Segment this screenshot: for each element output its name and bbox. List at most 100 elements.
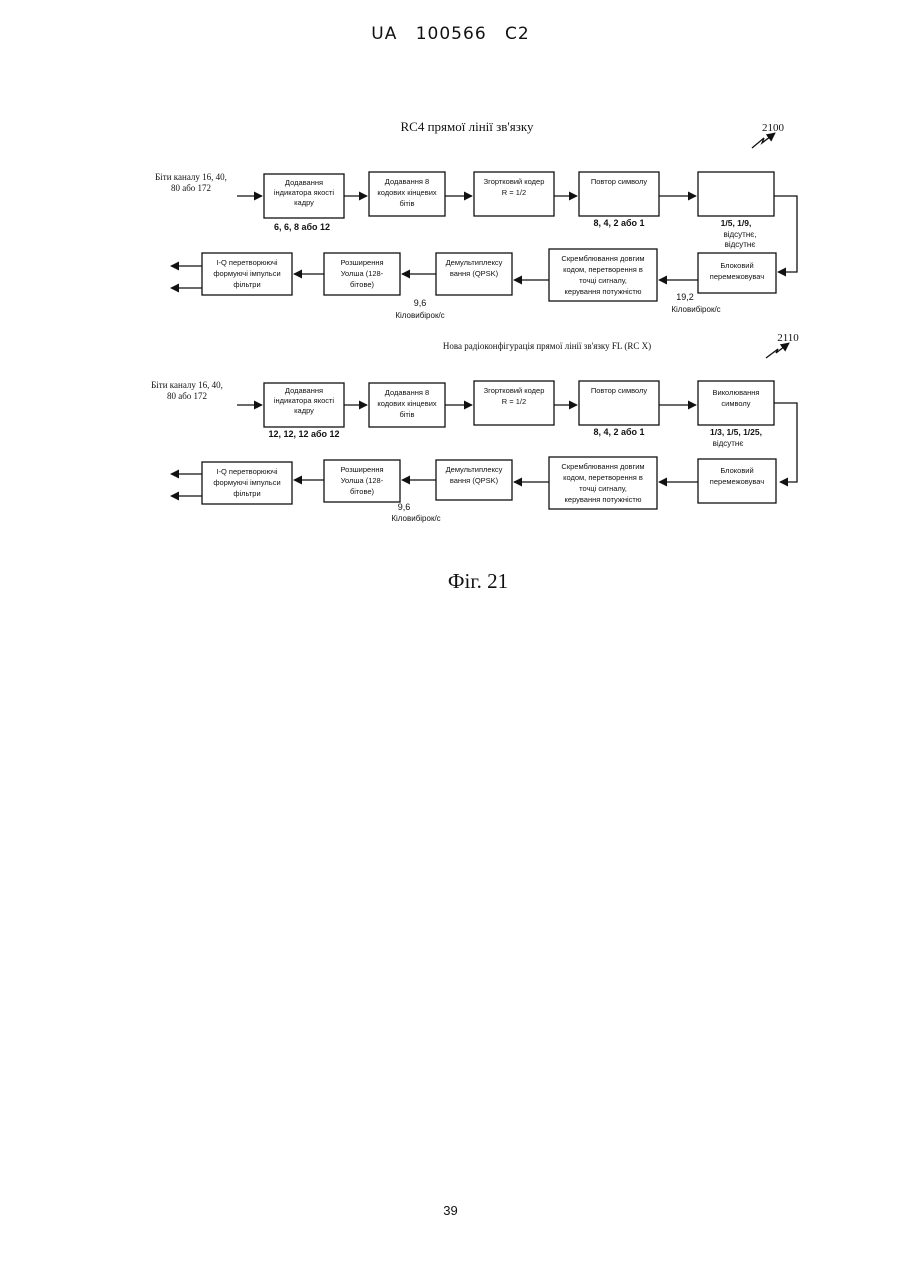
diagram-rc4: RC4 прямої лінії зв'язку 2100 Біти канал… (155, 119, 797, 320)
diagram1-block-symbol-repeat: Повтор символу (579, 172, 659, 216)
svg-text:I-Q перетворюючі: I-Q перетворюючі (216, 258, 277, 267)
diagram2-block-frame-quality: Додавання індикатора якості кадру (264, 383, 344, 427)
svg-text:80 або 172: 80 або 172 (171, 183, 211, 193)
diagram1-arrow-5-6 (774, 196, 797, 272)
svg-text:Повтор символу: Повтор символу (591, 386, 648, 395)
svg-text:Повтор символу: Повтор символу (591, 177, 648, 186)
svg-text:індикатора якості: індикатора якості (274, 188, 335, 197)
svg-text:індикатора якості: індикатора якості (274, 396, 335, 405)
diagram2-title: Нова радіоконфігурація прямої лінії зв'я… (443, 341, 651, 351)
svg-text:кодових кінцевих: кодових кінцевих (377, 188, 437, 197)
svg-text:бітове): бітове) (350, 487, 375, 496)
svg-text:R = 1/2: R = 1/2 (502, 397, 526, 406)
diagram2-arrow-5-6 (774, 403, 797, 482)
svg-text:кадру: кадру (294, 198, 314, 207)
diagram2-block-walsh: Розширення Уолша (128- бітове) (324, 460, 400, 502)
diagram1-input-label: Біти каналу 16, 40, 80 або 172 (155, 172, 227, 193)
svg-text:точці сигналу,: точці сигналу, (579, 484, 627, 493)
diagram2-ref: 2110 (777, 332, 799, 344)
svg-text:Кіловибірок/с: Кіловибірок/с (391, 514, 440, 523)
svg-text:бітів: бітів (399, 410, 414, 419)
diagram2-block-demux: Демультиплексу вання (QPSK) (436, 460, 512, 500)
svg-text:фільтри: фільтри (233, 489, 260, 498)
diagram1-rate-right: 19,2 Кіловибірок/с (671, 292, 720, 314)
diagram1-ref-arrow (752, 133, 775, 148)
svg-text:Уолша (128-: Уолша (128- (341, 269, 384, 278)
svg-text:I-Q перетворюючі: I-Q перетворюючі (216, 467, 277, 476)
svg-text:Уолша (128-: Уолша (128- (341, 476, 384, 485)
svg-text:Згортковий кодер: Згортковий кодер (484, 177, 545, 186)
svg-text:Скремблювання довгим: Скремблювання довгим (561, 254, 644, 263)
diagram2-block-iq-filters: I-Q перетворюючі формуючі імпульси фільт… (202, 462, 292, 504)
diagram2-label-under-b4: 8, 4, 2 або 1 (593, 427, 644, 437)
svg-text:Згортковий кодер: Згортковий кодер (484, 386, 545, 395)
svg-text:19,2: 19,2 (676, 292, 694, 302)
diagram-rc-x: Нова радіоконфігурація прямої лінії зв'я… (151, 332, 799, 523)
svg-text:керування потужністю: керування потужністю (565, 287, 642, 296)
diagram1-title: RC4 прямої лінії зв'язку (400, 119, 534, 134)
svg-text:Додавання: Додавання (285, 178, 323, 187)
diagram2-block-conv-encoder: Згортковий кодер R = 1/2 (474, 381, 554, 425)
svg-text:бітове): бітове) (350, 280, 375, 289)
diagram2-label-under-b1: 12, 12, 12 або 12 (268, 429, 339, 439)
diagram1-label-under-b1: 6, 6, 8 або 12 (274, 222, 330, 232)
svg-text:9,6: 9,6 (414, 298, 427, 308)
svg-text:Додавання: Додавання (285, 386, 323, 395)
diagram1-block-empty (698, 172, 774, 216)
diagram2-block-puncture: Виколювання символу (698, 381, 774, 425)
svg-text:Розширення: Розширення (340, 258, 383, 267)
svg-text:кодом, перетворення в: кодом, перетворення в (563, 473, 643, 482)
diagram2-input-label: Біти каналу 16, 40, 80 або 172 (151, 380, 223, 401)
diagram2-block-symbol-repeat: Повтор символу (579, 381, 659, 425)
page-number: 39 (0, 1203, 901, 1218)
svg-text:Додавання 8: Додавання 8 (385, 177, 429, 186)
diagram2-rate-left: 9,6 Кіловибірок/с (391, 502, 440, 523)
diagram1-rate-left: 9,6 Кіловибірок/с (395, 298, 444, 320)
svg-text:перемежовувач: перемежовувач (710, 272, 764, 281)
svg-text:вання (QPSK): вання (QPSK) (450, 476, 499, 485)
diagram1-block-walsh: Розширення Уолша (128- бітове) (324, 253, 400, 295)
svg-text:1/3, 1/5, 1/25,: 1/3, 1/5, 1/25, (710, 427, 762, 437)
svg-text:Скремблювання довгим: Скремблювання довгим (561, 462, 644, 471)
svg-text:R = 1/2: R = 1/2 (502, 188, 526, 197)
svg-text:кодом, перетворення в: кодом, перетворення в (563, 265, 643, 274)
svg-text:відсутнє: відсутнє (713, 439, 744, 448)
svg-text:Кіловибірок/с: Кіловибірок/с (671, 305, 720, 314)
svg-text:символу: символу (721, 399, 750, 408)
diagram1-ref: 2100 (762, 122, 785, 134)
diagram1-block-demux: Демультиплексу вання (QPSK) (436, 253, 512, 295)
svg-text:Біти каналу 16, 40,: Біти каналу 16, 40, (155, 172, 227, 182)
svg-text:відсутнє,: відсутнє, (723, 230, 756, 239)
svg-text:Розширення: Розширення (340, 465, 383, 474)
diagram2-block-scrambling: Скремблювання довгим кодом, перетворення… (549, 457, 657, 509)
diagram2-ref-arrow (766, 343, 789, 358)
svg-text:1/5, 1/9,: 1/5, 1/9, (721, 218, 752, 228)
svg-text:Додавання 8: Додавання 8 (385, 388, 429, 397)
diagram1-block-conv-encoder: Згортковий кодер R = 1/2 (474, 172, 554, 216)
diagram2-block-tail-bits: Додавання 8 кодових кінцевих бітів (369, 383, 445, 427)
svg-text:Біти каналу 16, 40,: Біти каналу 16, 40, (151, 380, 223, 390)
svg-text:Виколювання: Виколювання (713, 388, 760, 397)
diagram1-block-frame-quality: Додавання індикатора якості кадру (264, 174, 344, 218)
svg-text:Блоковий: Блоковий (720, 466, 753, 475)
figure-caption: Фіг. 21 (448, 569, 508, 593)
diagram2-block-interleaver: Блоковий перемежовувач (698, 459, 776, 503)
diagram1-block-iq-filters: I-Q перетворюючі формуючі імпульси фільт… (202, 253, 292, 295)
svg-text:Демультиплексу: Демультиплексу (446, 258, 503, 267)
svg-text:кадру: кадру (294, 406, 314, 415)
svg-text:Демультиплексу: Демультиплексу (446, 465, 503, 474)
svg-text:вання (QPSK): вання (QPSK) (450, 269, 499, 278)
svg-text:перемежовувач: перемежовувач (710, 477, 764, 486)
svg-text:Блоковий: Блоковий (720, 261, 753, 270)
svg-text:80 або 172: 80 або 172 (167, 391, 207, 401)
svg-text:формуючі імпульси: формуючі імпульси (213, 269, 280, 278)
svg-text:точці сигналу,: точці сигналу, (579, 276, 627, 285)
diagram1-label-under-b4: 8, 4, 2 або 1 (593, 218, 644, 228)
diagram1-label-under-b5: 1/5, 1/9, відсутнє, відсутнє (721, 218, 757, 249)
diagram1-block-interleaver: Блоковий перемежовувач (698, 253, 776, 293)
svg-text:відсутнє: відсутнє (725, 240, 756, 249)
svg-text:керування потужністю: керування потужністю (565, 495, 642, 504)
svg-text:Кіловибірок/с: Кіловибірок/с (395, 311, 444, 320)
diagram1-block-scrambling: Скремблювання довгим кодом, перетворення… (549, 249, 657, 301)
